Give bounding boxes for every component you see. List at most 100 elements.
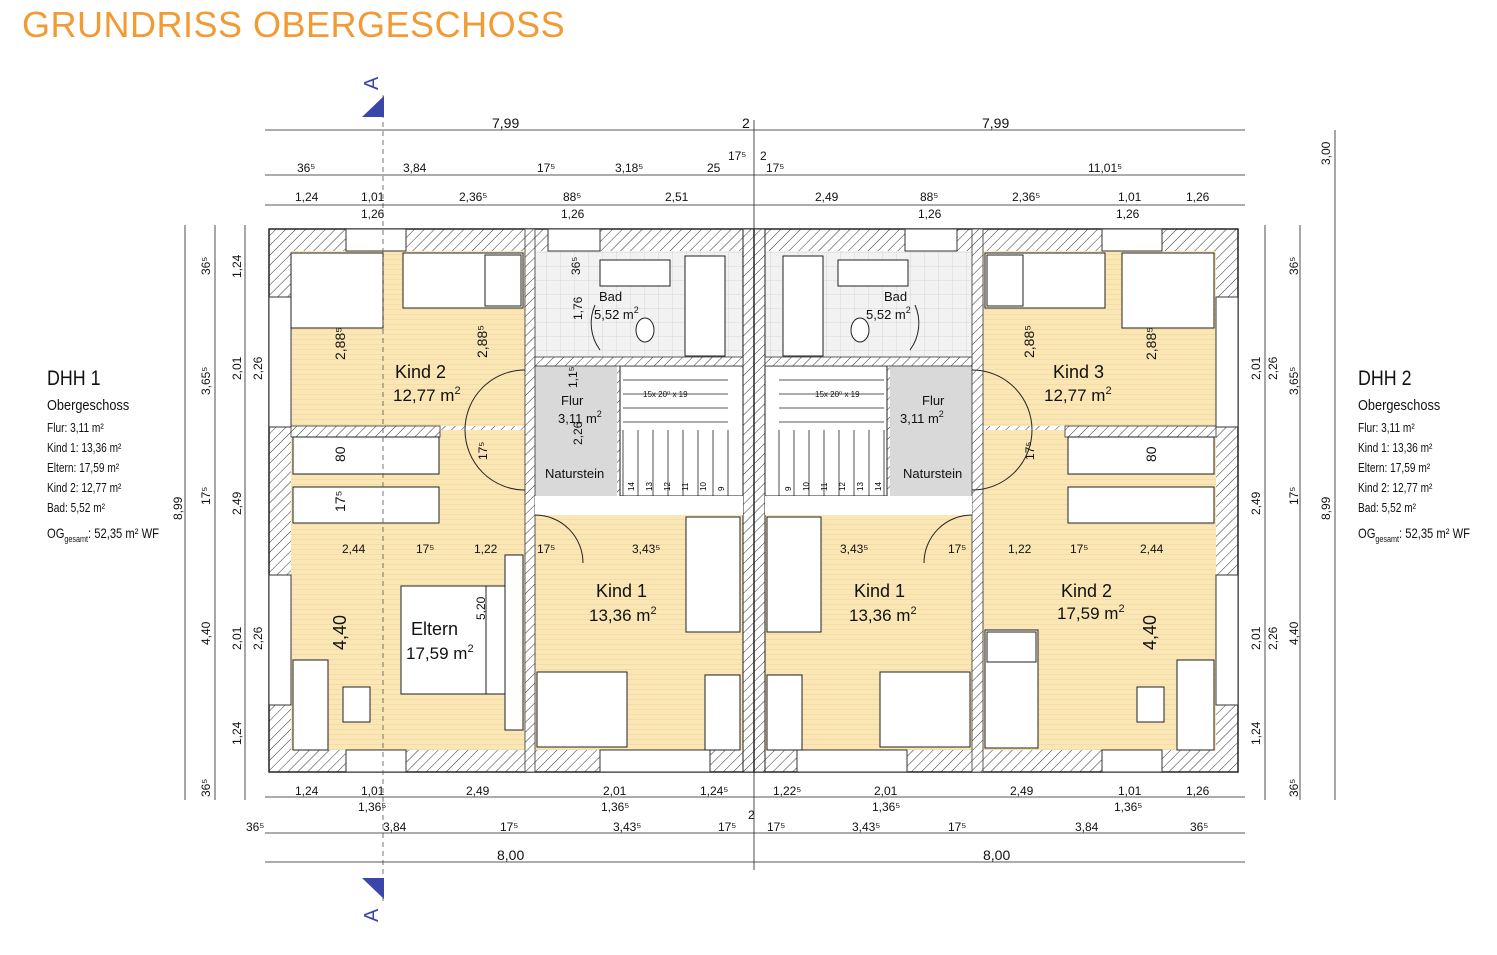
dim-int-5: 2,44 (342, 542, 366, 556)
area-line: Eltern: 17,59 m² (47, 460, 120, 475)
dim-bot2-3: 3,43⁵ (613, 820, 641, 834)
room-bad-right-area: 5,52 m2 (866, 305, 911, 322)
dim-top3-13: 1,26 (1186, 190, 1210, 204)
dim-int-0: 2,88⁵ (332, 327, 348, 360)
room-flur-left-area: 3,11 m2 (558, 409, 602, 426)
stair-step-number: 10 (802, 482, 811, 491)
room-eltern-name: Eltern (411, 619, 458, 639)
room-kind1-right-name: Kind 1 (854, 581, 905, 601)
dim-int-7: 1,22 (474, 542, 498, 556)
dim-int-4: 17⁵ (476, 442, 490, 460)
dim-right-4: 2,49 (1249, 491, 1263, 515)
dim-right-11: 36⁵ (1287, 779, 1301, 797)
room-labels: Kind 2 12,77 m2 Bad 5,52 m2 Flur 3,11 m2… (393, 289, 1125, 663)
dim-bot1-12: 1,36⁵ (1114, 800, 1142, 814)
dim-bot2-10: 36⁵ (1190, 820, 1208, 834)
section-marker-top: A (361, 76, 384, 117)
room-flur-right-name: Flur (922, 393, 945, 408)
area-line: Bad: 5,52 m² (1358, 500, 1417, 515)
room-kind2-left-area: 12,77 m2 (393, 385, 461, 405)
dim-int-22: 2,88⁵ (1143, 327, 1159, 360)
dim-bot2-1: 3,84 (383, 820, 407, 834)
dim-top-party: 2 (742, 115, 750, 131)
dim-bot1-0: 1,24 (295, 784, 319, 798)
room-kind1-right-area: 13,36 m2 (849, 605, 917, 625)
dim-bot2-4: 17⁵ (718, 820, 736, 834)
room-bad-right-name: Bad (884, 289, 907, 304)
dim-top2-4: 25 (707, 161, 721, 175)
dim-bot2-6: 17⁵ (767, 820, 785, 834)
dim-bot2-2: 17⁵ (500, 820, 518, 834)
dim-bot1-13: 1,26 (1186, 784, 1210, 798)
stair-step-number: 11 (820, 482, 829, 491)
dim-bot1-6: 1,24⁵ (700, 784, 728, 798)
room-bad-left-area: 5,52 m2 (594, 305, 639, 322)
area-line: Bad: 5,52 m² (47, 500, 106, 515)
dim-left-11: 1,24 (230, 721, 244, 745)
stair-step-number: 13 (645, 482, 654, 491)
dim-int-19: 17⁵ (1070, 542, 1088, 556)
dim-right-5: 17⁵ (1287, 487, 1301, 505)
stair-step-number: 9 (784, 486, 793, 491)
dim-left-8: 4,40 (199, 621, 213, 645)
dim-right-7: 4,40 (1287, 621, 1301, 645)
dim-left-2: 3,65⁵ (199, 367, 213, 395)
stair-step-number: 11 (681, 482, 690, 491)
stair-step-number: 10 (699, 482, 708, 491)
dim-bot2-8: 17⁵ (948, 820, 966, 834)
dim-top-overall-right: 7,99 (982, 115, 1009, 131)
dim-top-overall-left: 7,99 (492, 115, 519, 131)
section-label-top: A (361, 76, 383, 90)
dim-top3-10: 2,36⁵ (1012, 190, 1040, 204)
dim-int-9: 3,43⁵ (632, 542, 660, 556)
room-flur-left-floor-type: Naturstein (545, 466, 604, 481)
furniture (290, 252, 1215, 751)
room-bad-left-name: Bad (599, 289, 622, 304)
dim-int-14: 2,26 (571, 421, 585, 445)
stair-left (619, 365, 744, 497)
dim-top3-12: 1,26 (1116, 207, 1140, 221)
dim-top3-0: 1,24 (295, 190, 319, 204)
door-swings (464, 304, 1033, 564)
dim-right-height: 3,00 (1319, 141, 1333, 165)
dim-left-10: 2,26 (251, 626, 265, 650)
stair-step-number: 14 (627, 482, 636, 491)
dim-top3-3: 2,36⁵ (459, 190, 487, 204)
dim-left-7: 2,49 (230, 491, 244, 515)
dim-int-8: 17⁵ (537, 542, 555, 556)
dim-int-21: 2,88⁵ (1021, 325, 1037, 358)
stair-step-number: 12 (663, 482, 672, 491)
room-flur-right-floor (890, 366, 972, 496)
room-flur-left-floor (535, 366, 617, 496)
dim-top2-2: 17⁵ (537, 161, 555, 175)
dim-right-8: 2,01 (1249, 626, 1263, 650)
dim-left-9: 2,01 (230, 626, 244, 650)
dim-bot1-2: 1,36⁵ (358, 800, 386, 814)
dim-top3-9: 1,26 (918, 207, 942, 221)
dim-left-5: 8,99 (171, 496, 185, 520)
dim-top3-8: 88⁵ (920, 190, 938, 204)
house-floor: Obergeschoss (47, 397, 130, 414)
dim-left-0: 36⁵ (199, 257, 213, 275)
room-eltern-area: 17,59 m2 (406, 643, 474, 663)
dim-top3-1: 1,01 (361, 190, 385, 204)
area-line: Kind 2: 12,77 m² (1358, 480, 1433, 495)
dim-right-10: 1,24 (1249, 721, 1263, 745)
house-info-dhh1: DHH 1 Obergeschoss Flur: 3,11 m² Kind 1:… (47, 367, 207, 544)
dim-int-17: 17⁵ (948, 542, 966, 556)
stair-right-label: 15x 20⁰ x 19 (815, 390, 860, 399)
dim-bottom-overall-left: 8,00 (497, 847, 524, 863)
dim-top2-5: 17⁵ (728, 149, 746, 163)
dim-right-9: 2,26 (1266, 626, 1280, 650)
dim-int-3: 17⁵ (332, 491, 348, 512)
dim-right-2: 2,26 (1266, 356, 1280, 380)
dim-bot2-0: 36⁵ (246, 820, 264, 834)
dim-top2-7: 17⁵ (766, 161, 784, 175)
dim-right-0: 36⁵ (1287, 257, 1301, 275)
dim-left-12: 36⁵ (199, 779, 213, 797)
room-kind2-right-area: 17,59 m2 (1057, 603, 1125, 623)
dim-int-10: 4,40 (330, 615, 350, 650)
dim-int-15: 36⁵ (569, 257, 583, 275)
